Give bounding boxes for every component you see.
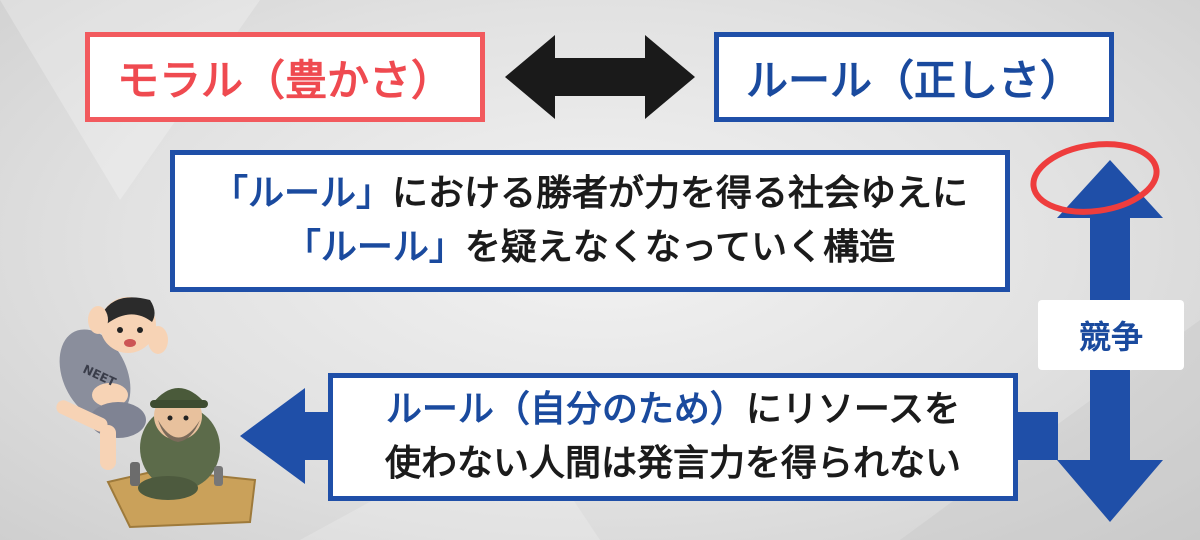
center-line-2: 「ルール」を疑えなくなっていく構造 — [285, 221, 895, 275]
bottom-line-2: 使わない人間は発言力を得られない — [384, 443, 961, 484]
competition-label: 競争 — [1078, 318, 1143, 356]
center-line-2-quoted: 「ルール」 — [284, 227, 465, 268]
homeless-person-illustration — [106, 388, 257, 529]
neet-person-illustration: NEET — [56, 297, 168, 470]
bottom-line-1-blue: ルール（自分のため） — [385, 389, 746, 430]
double-headed-arrow-icon — [505, 35, 695, 119]
red-circle-highlight-icon — [1030, 141, 1160, 215]
center-line-1-rest: における勝者が力を得る社会ゆえに — [392, 173, 969, 214]
bottom-line-1-rest: にリソースを — [745, 389, 961, 430]
center-line-2-rest: を疑えなくなっていく構造 — [464, 227, 896, 268]
moral-label: モラル（豊かさ） — [116, 55, 453, 105]
bottom-explanation-box: ルール（自分のため）にリソースを 使わない人間は発言力を得られない — [328, 373, 1018, 501]
bottom-line-1: ルール（自分のため）にリソースを — [386, 383, 960, 437]
center-explanation-box: 「ルール」における勝者が力を得る社会ゆえに 「ルール」を疑えなくなっていく構造 — [170, 150, 1010, 292]
center-line-1-quoted: 「ルール」 — [211, 173, 392, 214]
moral-box: モラル（豊かさ） — [85, 32, 485, 122]
competition-label-box: 競争 — [1038, 300, 1184, 370]
center-line-1: 「ルール」における勝者が力を得る社会ゆえに — [212, 167, 968, 221]
rule-box: ルール（正しさ） — [714, 32, 1114, 122]
rule-label: ルール（正しさ） — [745, 55, 1082, 105]
